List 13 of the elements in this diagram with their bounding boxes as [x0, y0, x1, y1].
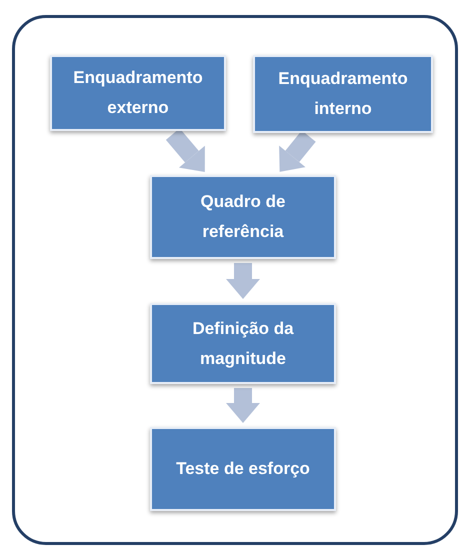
process-box — [150, 175, 336, 259]
box-label: Definição da magnitude — [191, 318, 295, 370]
block-arrow — [226, 263, 260, 299]
block-arrow — [226, 388, 260, 423]
box-label: Enquadramento interno — [277, 68, 409, 120]
process-box — [150, 427, 336, 511]
container-frame — [12, 15, 458, 545]
box-label: Enquadramento externo — [72, 67, 204, 119]
box-label: Quadro de referência — [199, 191, 286, 243]
process-box — [253, 55, 433, 133]
box-label: Teste de esforço — [175, 458, 311, 480]
process-box — [150, 303, 336, 384]
process-box — [50, 55, 226, 131]
